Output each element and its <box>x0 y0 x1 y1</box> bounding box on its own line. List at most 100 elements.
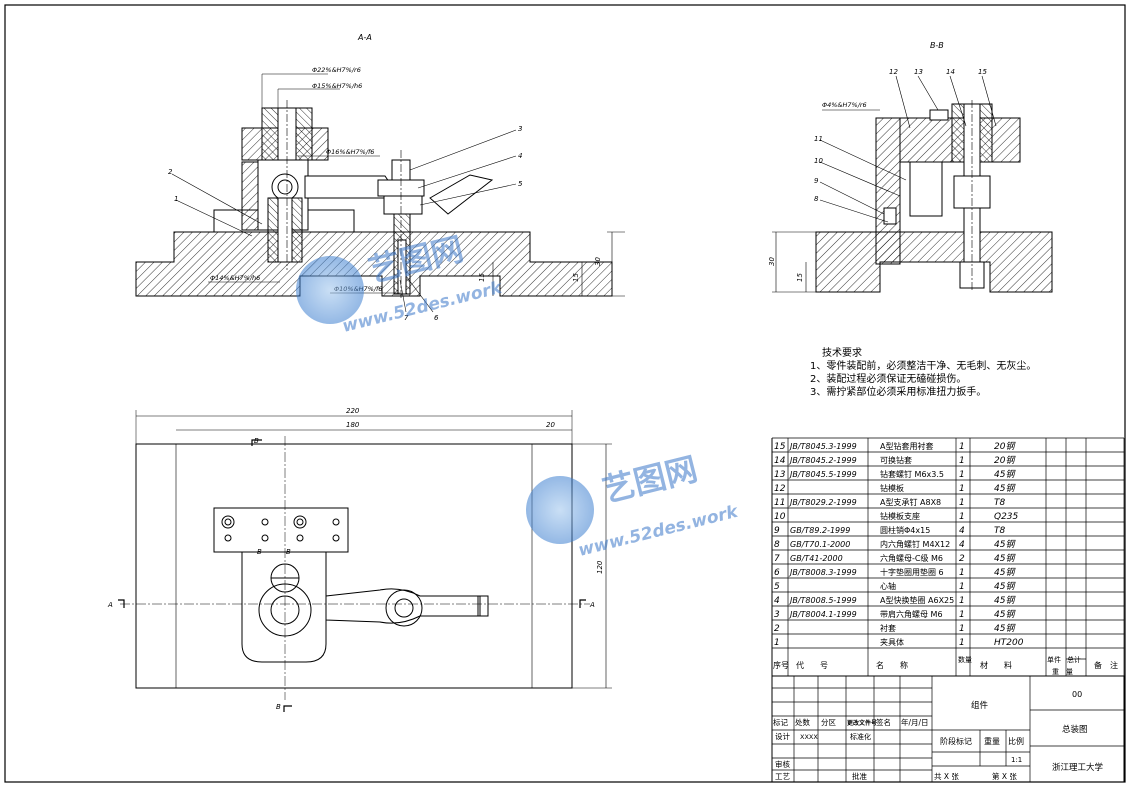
bom-row-qty: 1 <box>959 512 965 522</box>
bom-row-name: A型钻套用衬套 <box>880 441 933 451</box>
bom-row-material: 45钢 <box>994 581 1016 592</box>
tb-approve: 批准 <box>852 771 867 781</box>
label-bb: B-B <box>930 41 944 50</box>
tb-design-val: XXXX <box>800 733 818 741</box>
bom-header-material: 材 料 <box>980 660 1012 670</box>
tb-r4: 更改文件号 <box>847 719 877 727</box>
balloon-8: 8 <box>814 195 819 203</box>
bom-row-qty: 1 <box>959 470 965 480</box>
balloon-2: 2 <box>168 168 173 176</box>
plan-view <box>118 410 612 712</box>
tb-code: 00 <box>1072 690 1082 699</box>
bom-row-no: 5 <box>774 582 780 592</box>
bom-row-material: 45钢 <box>994 553 1016 564</box>
tb-design: 设计 <box>775 731 790 741</box>
bom-row-code: JB/T8045.2-1999 <box>788 456 857 465</box>
bom-row-no: 14 <box>774 456 786 466</box>
bom-row-name: 心轴 <box>880 581 896 591</box>
dim-fit-16: Φ16%&H7%/f6 <box>326 148 374 156</box>
tb-r6: 年/月/日 <box>901 717 929 727</box>
label-aa: A-A <box>357 33 372 42</box>
bom-row-material: HT200 <box>994 638 1024 648</box>
bom-header-unit: 单件 <box>1047 655 1061 664</box>
bom-row-name: 钻模板 <box>880 483 904 493</box>
balloon-4: 4 <box>518 152 522 160</box>
bom-row-name: 带肩六角螺母 M6 <box>880 609 943 619</box>
tb-scale: 比例 <box>1008 736 1024 746</box>
bom-row-qty: 4 <box>959 526 965 536</box>
bom-header-total: 总计 <box>1067 655 1081 664</box>
tb-school: 浙江理工大学 <box>1052 762 1104 773</box>
bom-row-qty: 1 <box>959 456 965 466</box>
title-block <box>771 675 1125 783</box>
bom-row-no: 11 <box>774 498 785 508</box>
tb-check: 审核 <box>775 759 790 769</box>
balloon-7: 7 <box>404 314 409 322</box>
bom-row-qty: 1 <box>959 442 965 452</box>
bom-row-qty: 1 <box>959 596 965 606</box>
dim-fit-15: Φ15%&H7%/h6 <box>312 82 362 90</box>
bom-row-material: T8 <box>994 526 1005 536</box>
bom-row-material: 45钢 <box>994 623 1016 634</box>
tb-r1: 标记 <box>773 717 788 727</box>
watermark-url-2: www.52des.work <box>576 501 741 560</box>
balloon-1: 1 <box>174 195 178 203</box>
bom-row-no: 15 <box>774 442 786 452</box>
bom-row-qty: 2 <box>959 554 965 564</box>
watermark-globe-icon <box>296 256 364 324</box>
tb-weight: 重量 <box>984 736 1000 746</box>
dim-bb-30: 30 <box>768 257 776 266</box>
dim-aa-15b: 15 <box>572 273 580 282</box>
bom-row-material: T8 <box>994 498 1005 508</box>
bom-row-qty: 1 <box>959 610 965 620</box>
cut-b-mid2: B <box>286 548 291 556</box>
tb-sheet: 第 X 张 <box>992 771 1017 781</box>
bom-row-code: JB/T8008.3-1999 <box>788 568 857 577</box>
dim-fit-14: Φ14%&H7%/h6 <box>210 274 260 282</box>
tb-group: 组件 <box>971 700 989 711</box>
bom-row-material: 45钢 <box>994 469 1016 480</box>
bom-row-qty: 1 <box>959 484 965 494</box>
section-aa: A-A <box>135 33 625 313</box>
tb-r2: 处数 <box>795 717 810 727</box>
bom-header-qty: 数量 <box>958 655 972 664</box>
bom-row-no: 1 <box>774 638 780 648</box>
bom-header-weight: 重 量 <box>1052 668 1073 676</box>
tb-std: 标准化 <box>850 732 871 741</box>
bom-row-name: 十字垫圈用垫圈 6 <box>880 567 944 577</box>
dim-fit-4: Φ4%&H7%/r6 <box>822 101 867 109</box>
bom-row-no: 8 <box>774 540 780 550</box>
bom-row-no: 3 <box>774 610 780 620</box>
dim-220: 220 <box>346 407 360 415</box>
bom-row-code: JB/T8029.2-1999 <box>788 498 857 507</box>
bom-row-code: GB/T41-2000 <box>790 554 843 563</box>
watermark-2: 艺图网 www.52des.work <box>526 450 741 561</box>
bom-row-no: 13 <box>774 470 786 480</box>
dim-180: 180 <box>346 421 360 429</box>
bom-row-name: 可换钻套 <box>880 455 912 465</box>
balloon-14: 14 <box>946 68 955 76</box>
bom-row-material: 20钢 <box>994 441 1016 452</box>
bom-row-material: 45钢 <box>994 609 1016 620</box>
tech-title: 技术要求 <box>822 348 862 359</box>
bom-row-material: 45钢 <box>994 483 1016 494</box>
bom-row-qty: 1 <box>959 582 965 592</box>
bom-row-name: A型快换垫圈 A6X25 <box>880 595 954 605</box>
bom-row-name: 六角螺母-C级 M6 <box>880 553 943 563</box>
bom-header-remark: 备 注 <box>1094 660 1118 670</box>
tb-scale-val: 1:1 <box>1011 756 1022 764</box>
dim-fit-22: Φ22%&H7%/r6 <box>312 66 361 74</box>
bom-row-qty: 1 <box>959 638 965 648</box>
dim-aa-30: 30 <box>594 257 602 266</box>
bom-row-qty: 1 <box>959 624 965 634</box>
bom-row-name: 夹具体 <box>880 637 904 647</box>
bom-row-qty: 1 <box>959 498 965 508</box>
bom-row-no: 9 <box>774 526 780 536</box>
bom-row-material: 45钢 <box>994 567 1016 578</box>
bom-header-code: 代 号 <box>796 660 828 670</box>
cut-b-mid1: B <box>257 548 262 556</box>
watermark-globe-icon <box>526 476 594 544</box>
tb-r5: 签名 <box>876 717 891 727</box>
